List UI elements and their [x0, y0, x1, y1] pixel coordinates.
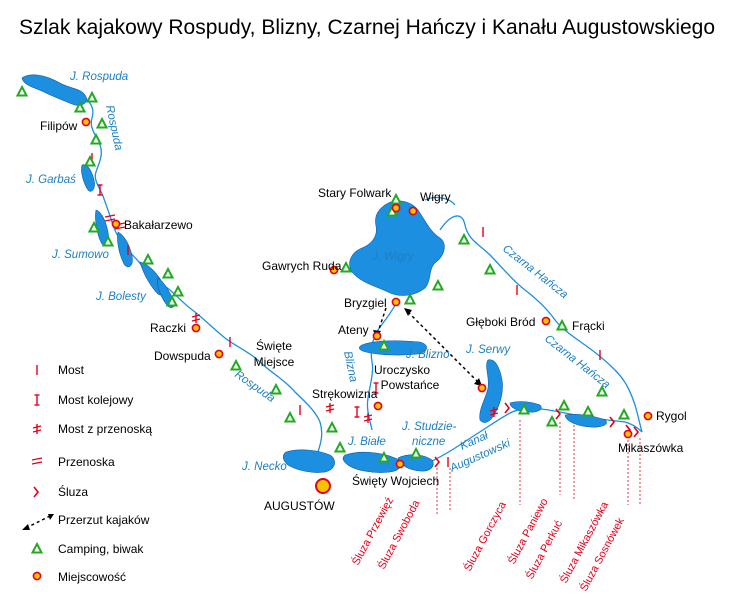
legend-item-most-kolejowy: Most kolejowy — [33, 393, 133, 407]
legend: Most Most kolejowy Most z przenoską Prze… — [22, 363, 152, 584]
augustow-canal — [429, 407, 643, 463]
czarna-hancza-river — [424, 196, 643, 433]
label-dowspuda: Dowspuda — [154, 349, 211, 363]
water-labels: J. Rospuda Rospuda J. Garbaś J. Sumowo J… — [25, 71, 612, 475]
label-raczki: Raczki — [150, 321, 186, 335]
label-sluza-gorczyca: Śluza Gorczyca — [461, 499, 509, 574]
label-j-serwy: J. Serwy — [465, 344, 511, 356]
label-swiete-miejsce-1: Święte — [256, 338, 292, 353]
lakes — [21, 74, 607, 473]
legend-label-most-kolejowy: Most kolejowy — [58, 393, 133, 407]
legend-item-most: Most — [36, 363, 85, 377]
label-j-studzieniczne-1: J. Studzie- — [401, 421, 456, 433]
label-j-garbas: J. Garbaś — [25, 174, 76, 186]
legend-item-miejscowosc: Miejscowość — [32, 570, 126, 584]
legend-label-miejscowosc: Miejscowość — [58, 570, 126, 584]
legend-label-most: Most — [58, 363, 85, 377]
label-gleboki-brod: Głęboki Bród — [466, 315, 535, 329]
label-j-wigry: J. Wigry — [371, 251, 415, 263]
legend-label-sluza: Śluza — [58, 484, 88, 499]
label-gawrych-ruda: Gawrych Ruda — [262, 259, 342, 273]
label-bryzgiel: Bryzgiel — [344, 296, 387, 310]
label-j-studzieniczne-2: niczne — [412, 436, 445, 448]
legend-item-przenoska: Przenoska — [31, 455, 115, 469]
label-strekowizna: Strękowizna — [312, 387, 378, 401]
legend-label-przerzut: Przerzut kajaków — [58, 513, 150, 527]
legend-label-przenoska: Przenoska — [58, 455, 115, 469]
legend-item-sluza: Śluza — [33, 484, 88, 499]
legend-item-przerzut: Przerzut kajaków — [22, 513, 150, 530]
label-ateny: Ateny — [338, 323, 369, 337]
label-j-rospuda: J. Rospuda — [69, 71, 128, 83]
bridge-markers — [91, 152, 601, 468]
blizna-river — [366, 299, 399, 431]
label-rospuda-river-2: Rospuda — [232, 369, 277, 405]
legend-item-most-przenoska: Most z przenoską — [32, 422, 152, 436]
label-bakalarzewo: Bakałarzewo — [124, 218, 193, 232]
augustow-town-marker — [315, 478, 331, 494]
place-labels: Filipów Bakałarzewo Raczki Dowspuda Świę… — [40, 119, 687, 513]
legend-label-camping: Camping, biwak — [58, 542, 144, 556]
label-czarna-hancza-1: Czarna Hańcza — [500, 243, 570, 301]
label-j-bolesty: J. Bolesty — [95, 291, 147, 303]
legend-label-most-przenoska: Most z przenoską — [58, 422, 152, 436]
map-title: Szlak kajakowy Rospudy, Blizny, Czarnej … — [19, 16, 715, 39]
label-czarna-hancza-2: Czarna Hańcza — [542, 333, 612, 391]
label-swiete-miejsce-2: Miejsce — [254, 355, 295, 369]
label-j-necko: J. Necko — [241, 461, 287, 473]
label-j-biale: J. Białe — [347, 436, 386, 448]
label-blizna: Blizna — [341, 350, 359, 383]
label-mikaszowka: Mikaszówka — [618, 441, 684, 455]
label-j-blizno: J. Blizno — [405, 349, 450, 361]
legend-item-camping: Camping, biwak — [31, 542, 144, 556]
label-filipow: Filipów — [40, 119, 78, 133]
label-fracki: Frącki — [572, 319, 605, 333]
label-wigry: Wigry — [420, 190, 451, 204]
label-rygol: Rygol — [656, 409, 687, 423]
label-uroczysko-1: Uroczysko — [374, 363, 430, 377]
label-stary-folwark: Stary Folwark — [318, 186, 392, 200]
lock-leaders — [436, 420, 641, 515]
town-markers — [81, 117, 653, 494]
label-augustow: AUGUSTÓW — [264, 498, 335, 513]
lock-labels: Śluza Przewięź Śluza Swoboda Śluza Gorcz… — [349, 495, 627, 594]
label-uroczysko-2: Powstańce — [381, 378, 440, 392]
label-swiety-wojciech: Święty Wojciech — [352, 473, 439, 488]
label-j-sumowo: J. Sumowo — [51, 249, 109, 261]
